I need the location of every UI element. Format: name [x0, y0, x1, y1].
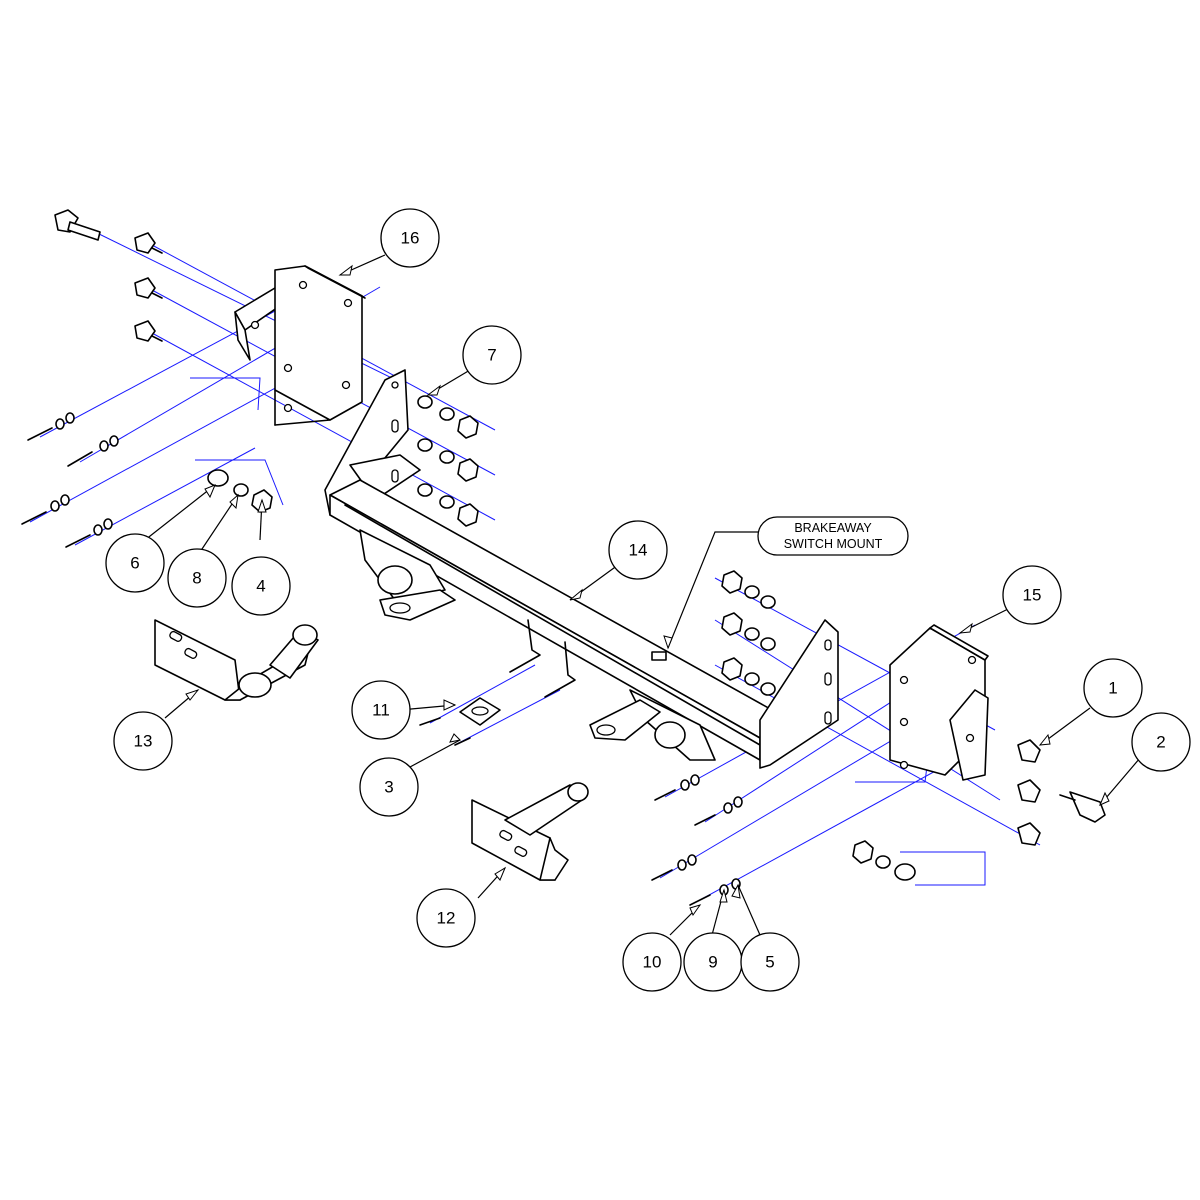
callout-label: 10	[643, 953, 662, 972]
callout-label: 8	[192, 569, 201, 588]
callout-8: 8	[167, 548, 227, 608]
callout-label: 2	[1156, 733, 1165, 752]
callout-label: 5	[765, 953, 774, 972]
callout-label: 7	[487, 346, 496, 365]
mounting-tab-13	[154, 619, 319, 701]
callout-4: 4	[231, 556, 291, 616]
right-nuts-washers	[721, 570, 916, 881]
leader-arrowheads	[185, 264, 1110, 917]
callout-9: 9	[683, 932, 743, 992]
callout-label: 12	[437, 909, 456, 928]
left-bolts	[21, 209, 163, 548]
callout-2: 2	[1131, 712, 1191, 772]
callout-label: 15	[1023, 586, 1042, 605]
brakeaway-switch-mount-label: BRAKEAWAY SWITCH MOUNT	[757, 516, 909, 556]
wiring-bracket-parts	[419, 619, 576, 746]
left-nuts-washers	[207, 395, 479, 527]
callout-label: 9	[708, 953, 717, 972]
callout-5: 5	[740, 932, 800, 992]
brakeaway-label-line1: BRAKEAWAY	[794, 521, 872, 535]
callout-label: 11	[372, 701, 390, 720]
callout-16: 16	[380, 208, 440, 268]
callout-3: 3	[359, 757, 419, 817]
right-side-bracket	[889, 624, 989, 781]
callout-10: 10	[622, 932, 682, 992]
callout-15: 15	[1002, 565, 1062, 625]
callout-label: 14	[629, 541, 648, 560]
callout-1: 1	[1083, 658, 1143, 718]
callout-13: 13	[113, 711, 173, 771]
callout-label: 13	[134, 732, 153, 751]
right-bolts	[651, 739, 1106, 906]
callout-label: 3	[384, 778, 393, 797]
brakeaway-label-line2: SWITCH MOUNT	[784, 537, 883, 551]
callout-12: 12	[416, 888, 476, 948]
main-hitch-bar	[324, 369, 839, 769]
callout-label: 1	[1108, 679, 1117, 698]
callout-6: 6	[105, 533, 165, 593]
mounting-tab-12	[471, 782, 589, 881]
callout-14: 14	[608, 520, 668, 580]
callout-7: 7	[462, 325, 522, 385]
callout-label: 16	[401, 229, 420, 248]
callout-11: 11	[351, 680, 411, 740]
callout-label: 6	[130, 554, 139, 573]
callout-label: 4	[256, 577, 265, 596]
left-side-bracket	[234, 265, 366, 426]
